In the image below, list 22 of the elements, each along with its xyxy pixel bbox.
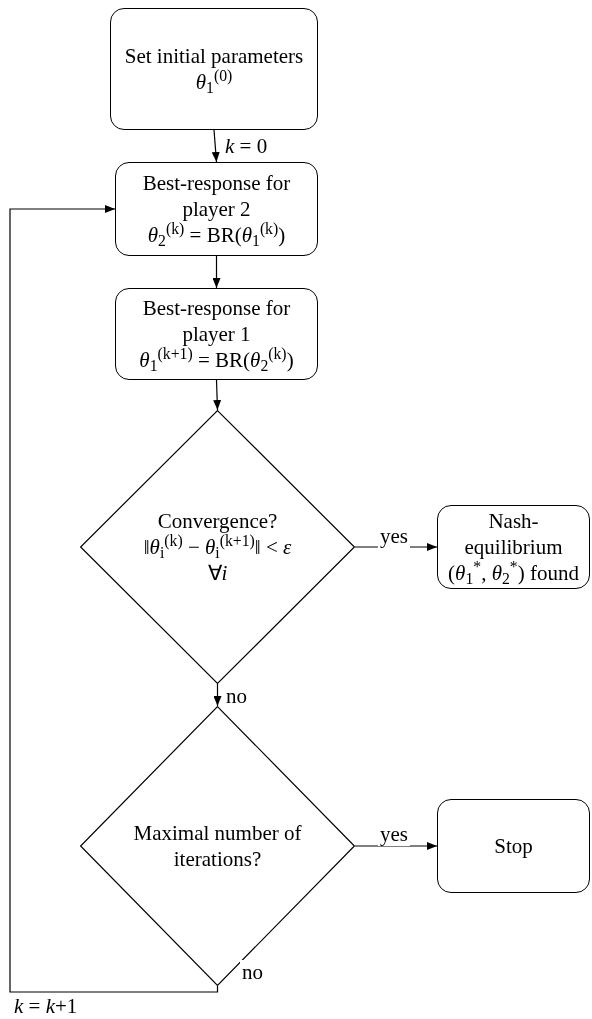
node-text: θ$_{2}$$^{(k)}$ = BR(θ$_{1}$$^{(k)}$) <box>147 222 286 248</box>
arrow <box>213 683 222 707</box>
decision-diamond <box>80 706 355 986</box>
arrow <box>354 842 438 850</box>
decision-diamond <box>80 410 355 684</box>
process-box <box>437 505 590 589</box>
process-box <box>115 288 318 380</box>
arrow <box>212 255 221 289</box>
arrow <box>211 129 220 163</box>
node-text: Maximal number of iterations? <box>132 820 303 872</box>
node-text: Stop <box>494 833 533 859</box>
process-box <box>110 8 318 130</box>
node-text: θ$_{1}$$^{(k+1)}$ = BR(θ$_{2}$$^{(k)}$) <box>139 347 294 373</box>
arrow <box>9 205 219 993</box>
process-box <box>115 162 318 256</box>
loop-counter-label: k = k+1 <box>14 994 78 1018</box>
node-text: Convergence? <box>157 508 278 534</box>
process-box <box>437 799 590 893</box>
node-text: ‖θ$_{i}$$^{(k)}$ − θ$_{i}$$^{(k+1)}$‖ < ε <box>143 534 292 560</box>
arrow <box>213 379 222 411</box>
node-text: Nash-equilibrium (θ$_{1}$$^{*}$, θ$_{2}$$^{*}$) found <box>447 508 580 586</box>
node-text: ∀i <box>207 560 228 586</box>
